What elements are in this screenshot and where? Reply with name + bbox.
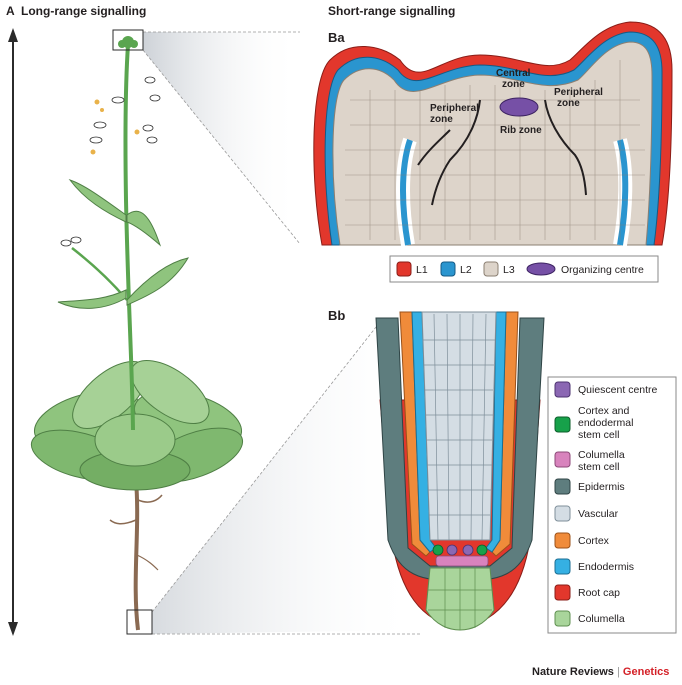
- legend-organizing-centre-label: Organizing centre: [561, 264, 644, 276]
- inflorescence-stem: [123, 44, 135, 431]
- short-range-title: Short-range signalling: [328, 4, 456, 18]
- legend-epidermis-swatch: [554, 478, 571, 495]
- legend-columella-stem-swatch: [554, 451, 571, 468]
- legend-l1-label: L1: [416, 264, 428, 276]
- legend-quiescent-label: Quiescent centre: [578, 384, 658, 396]
- stem-cell-niche: [432, 544, 489, 567]
- central-zone-label-1: Central: [496, 68, 531, 79]
- legend-endodermis-swatch: [554, 558, 571, 575]
- rosette: [30, 360, 244, 491]
- root-tip: [375, 311, 545, 631]
- root-legend: Quiescent centre Cortex and endodermal s…: [547, 376, 677, 634]
- journal-section: Genetics: [622, 666, 670, 678]
- legend-cortex-swatch: [554, 532, 571, 549]
- rib-zone-label: Rib zone: [500, 125, 542, 136]
- legend-columella-stem-label-2: stem cell: [578, 461, 619, 473]
- credit-separator: |: [617, 666, 620, 678]
- legend-l3-label: L3: [503, 264, 515, 276]
- legend-columella-label: Columella: [578, 613, 625, 625]
- journal-name: Nature Reviews: [532, 666, 614, 678]
- legend-columella-swatch: [554, 610, 571, 627]
- legend-quiescent-swatch: [554, 381, 571, 398]
- legend-l3-swatch: [483, 261, 499, 277]
- legend-cortex-label: Cortex: [578, 535, 610, 547]
- root-zoom-cone: [152, 322, 420, 634]
- shoot-apex: [118, 36, 138, 48]
- meristem-l3-layer: [332, 41, 653, 246]
- panel-bb-label: Bb: [328, 308, 346, 323]
- legend-organizing-centre-swatch: [526, 262, 556, 276]
- legend-cortex-endo-stem-label-2: endodermal: [578, 417, 633, 429]
- legend-root-cap-swatch: [554, 584, 571, 601]
- peripheral-zone-left-label-2: zone: [430, 114, 453, 125]
- organizing-centre: [499, 97, 539, 117]
- peripheral-zone-left-label-1: Peripheral: [430, 103, 479, 114]
- shoot-meristem: [313, 21, 673, 247]
- central-zone-label-2: zone: [502, 79, 525, 90]
- peripheral-zone-right-label-1: Peripheral: [554, 87, 603, 98]
- shoot-legend: L1 L2 L3 Organizing centre: [389, 255, 659, 283]
- legend-l2-label: L2: [460, 264, 472, 276]
- root-tip-box: [126, 609, 153, 635]
- panel-a-title: Long-range signalling: [21, 4, 147, 18]
- shoot-zoom-cone: [143, 32, 300, 244]
- legend-root-cap-label: Root cap: [578, 587, 620, 599]
- vascular-region: [421, 311, 497, 541]
- panel-a-letter: A: [6, 4, 15, 18]
- legend-cortex-endo-stem-label-3: stem cell: [578, 429, 619, 441]
- journal-credit: Nature Reviews | Genetics: [532, 666, 669, 678]
- panel-ba-label: Ba: [328, 30, 345, 45]
- legend-endodermis-label: Endodermis: [578, 561, 634, 573]
- peripheral-zone-right-label-2: zone: [557, 98, 580, 109]
- legend-epidermis-label: Epidermis: [578, 481, 625, 493]
- legend-vascular-swatch: [554, 505, 571, 522]
- legend-cortex-endo-stem-label-1: Cortex and: [578, 405, 630, 417]
- legend-l2-swatch: [440, 261, 456, 277]
- main-root: [133, 479, 140, 631]
- legend-vascular-label: Vascular: [578, 508, 619, 520]
- legend-cortex-endo-stem-swatch: [554, 416, 571, 433]
- arabidopsis-plant: [30, 29, 244, 635]
- legend-l1-swatch: [396, 261, 412, 277]
- shoot-apex-box: [112, 29, 144, 51]
- long-range-arrow: [8, 28, 18, 636]
- legend-columella-stem-label-1: Columella: [578, 449, 625, 461]
